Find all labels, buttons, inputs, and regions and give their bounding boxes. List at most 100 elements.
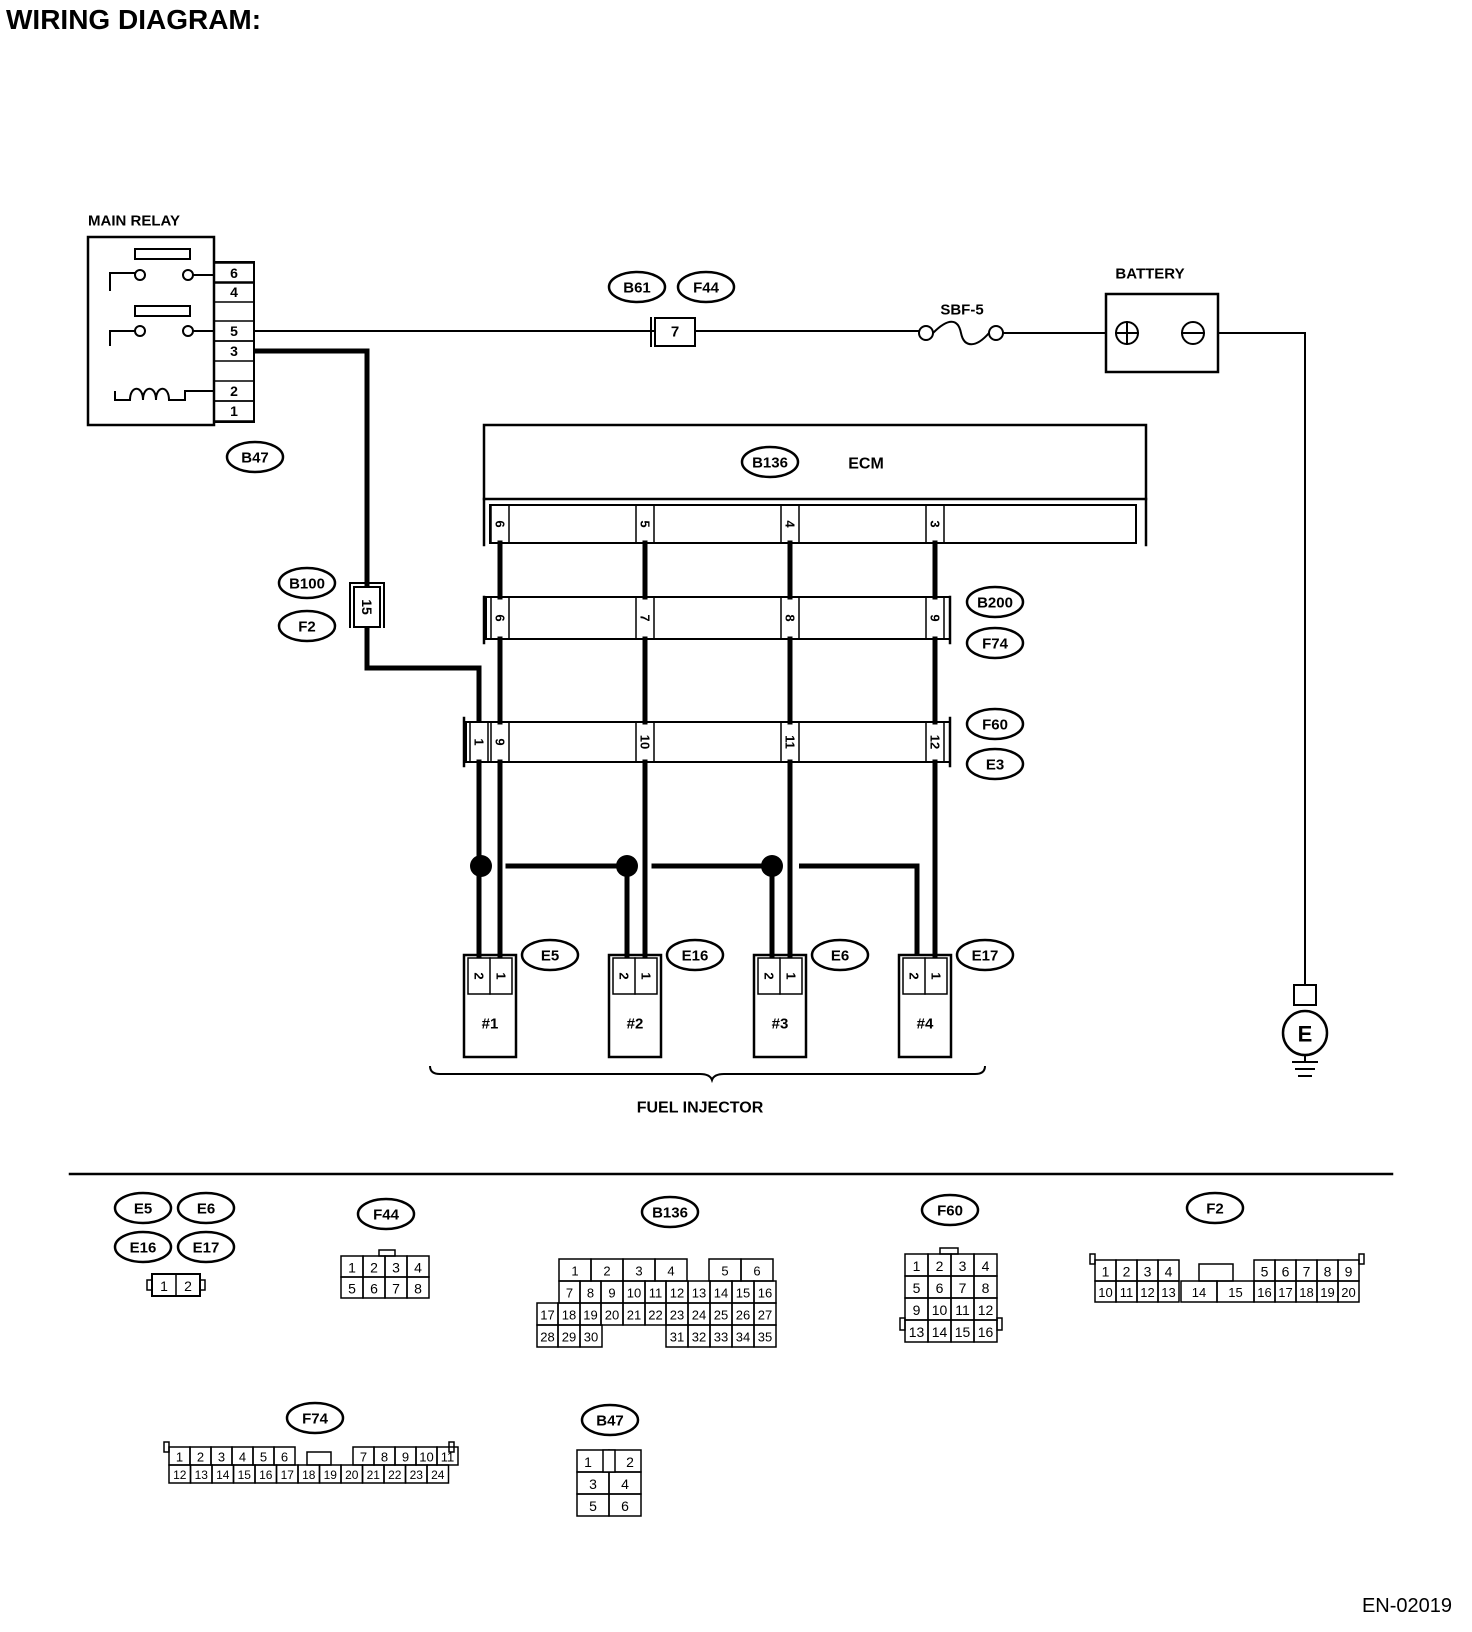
relay-contact-point	[182, 269, 194, 281]
connector-e3-oval	[965, 747, 1025, 781]
legend-f2-oval	[1185, 1191, 1245, 1225]
legend-b47-key	[602, 1449, 616, 1473]
legend-f2-pin-14: 14	[1192, 1285, 1206, 1300]
legend-b136-pin-25: 25	[714, 1308, 728, 1323]
legend-b47-pin-3: 3	[589, 1476, 597, 1492]
legend-b136-pin-30: 30	[584, 1330, 598, 1345]
legend-f74-pin-10: 10	[419, 1450, 433, 1465]
fuel-injector-group-label: FUEL INJECTOR	[637, 1100, 764, 1117]
legend-f74-pin-1: 1	[176, 1450, 183, 1465]
legend-f60-pin-9: 9	[913, 1302, 921, 1318]
legend-f74-cell	[426, 1464, 450, 1484]
legend-e6: E6	[197, 1201, 215, 1218]
legend-f74-pin-22: 22	[388, 1468, 402, 1482]
legend-b47-pin-6: 6	[621, 1498, 629, 1514]
injector-pin: 1	[639, 972, 654, 979]
legend-b136-pin-22: 22	[648, 1308, 662, 1323]
legend-b136-pin-18: 18	[562, 1308, 576, 1323]
legend-f44-pin-6: 6	[370, 1281, 378, 1297]
legend-f2-pin-17: 17	[1278, 1285, 1292, 1300]
legend-f2-pin-1: 1	[1102, 1264, 1110, 1280]
b200-pin-8: 8	[783, 614, 798, 621]
legend-f2-pin-3: 3	[1144, 1264, 1152, 1280]
legend-b47: B47	[596, 1413, 624, 1430]
legend-f44: F44	[373, 1207, 400, 1224]
legend-f60: F60	[937, 1203, 963, 1220]
legend-b136-pin-1: 1	[571, 1264, 578, 1279]
legend-injector-tab	[146, 1279, 153, 1291]
legend-f60-cell	[973, 1319, 998, 1343]
legend-f44-pin-7: 7	[392, 1281, 400, 1297]
legend-f60-tab	[899, 1317, 906, 1331]
legend-f60-pin-13: 13	[909, 1324, 925, 1340]
relay-contact-bar-2	[134, 305, 191, 317]
legend-f74-pin-19: 19	[324, 1468, 338, 1482]
relay-coil	[114, 387, 214, 401]
injector-pin: 2	[472, 972, 487, 979]
legend-injector-pin: 2	[184, 1278, 192, 1294]
connector-f60-oval	[965, 707, 1025, 741]
connector-e16-oval	[665, 938, 725, 972]
legend-f2-pin-16: 16	[1257, 1285, 1271, 1300]
legend-b136-pin-35: 35	[758, 1330, 772, 1345]
legend-f2-pin-12: 12	[1140, 1285, 1154, 1300]
legend-e5-oval	[113, 1191, 173, 1225]
connector-b136: B136	[752, 455, 788, 472]
ecm-label: ECM	[848, 456, 884, 473]
legend-f60-pin-15: 15	[955, 1324, 971, 1340]
legend-f60-pin-11: 11	[955, 1302, 970, 1318]
main-relay-pin-5: 5	[230, 323, 238, 339]
connector-f60: F60	[982, 717, 1008, 734]
connector-b200: B200	[977, 595, 1013, 612]
connector-b100: B100	[289, 576, 325, 593]
main-relay-pin-6: 6	[230, 265, 238, 281]
connector-e17-oval	[955, 938, 1015, 972]
legend-f74-tab	[448, 1441, 455, 1453]
legend-f60-tab	[996, 1317, 1003, 1331]
legend-f2-pin-8: 8	[1324, 1264, 1332, 1280]
legend-e6-oval	[176, 1191, 236, 1225]
legend-f60-pin-2: 2	[936, 1258, 944, 1274]
legend-f74-pin-16: 16	[259, 1468, 273, 1482]
legend-f2-pin-18: 18	[1299, 1285, 1313, 1300]
legend-b136-pin-15: 15	[736, 1286, 750, 1301]
legend-f2-pin-9: 9	[1345, 1264, 1353, 1280]
legend-b47-pin-5: 5	[589, 1498, 597, 1514]
legend-f44-key	[378, 1249, 396, 1257]
connector-f44-pin: 7	[671, 324, 679, 341]
connector-f2-oval	[277, 609, 337, 643]
legend-b136-pin-3: 3	[635, 1264, 642, 1279]
relay-contact-point	[134, 325, 146, 337]
legend-f2-tab	[1089, 1253, 1096, 1265]
legend-b136-pin-29: 29	[562, 1330, 576, 1345]
legend-f74-pin-2: 2	[197, 1450, 204, 1465]
legend-f2-pin-4: 4	[1165, 1264, 1173, 1280]
connector-f60-strip	[465, 721, 951, 763]
fuel-injector-label: #3	[772, 1016, 789, 1033]
fuse-label: SBF-5	[940, 302, 983, 319]
ecm-connector-strip	[489, 504, 1137, 544]
legend-b136-pin-8: 8	[587, 1286, 594, 1301]
connector-b47: B47	[241, 450, 269, 467]
legend-b136-pin-9: 9	[608, 1286, 615, 1301]
legend-b136-oval	[640, 1195, 700, 1229]
legend-f74-pin-23: 23	[410, 1468, 424, 1482]
main-relay-pin-cell	[213, 281, 255, 303]
legend-b136-pin-23: 23	[670, 1308, 684, 1323]
legend-f2-pin-13: 13	[1161, 1285, 1175, 1300]
legend-f60-pin-12: 12	[978, 1302, 994, 1318]
legend-f74: F74	[302, 1411, 329, 1428]
fuel-injector-body	[897, 953, 953, 1059]
legend-f74-pin-24: 24	[431, 1468, 445, 1482]
legend-b47-oval	[580, 1403, 640, 1437]
connector-e3: E3	[986, 757, 1004, 774]
legend-f2-pin-5: 5	[1261, 1264, 1269, 1280]
legend-e5: E5	[134, 1201, 152, 1218]
legend-e17-oval	[176, 1230, 236, 1264]
legend-b136-pin-27: 27	[758, 1308, 772, 1323]
legend-b136-pin-6: 6	[753, 1264, 760, 1279]
connector-e6-oval	[810, 938, 870, 972]
main-relay-pin-4: 4	[230, 284, 238, 300]
injector-pin: 2	[762, 972, 777, 979]
connector-e6: E6	[831, 948, 849, 965]
